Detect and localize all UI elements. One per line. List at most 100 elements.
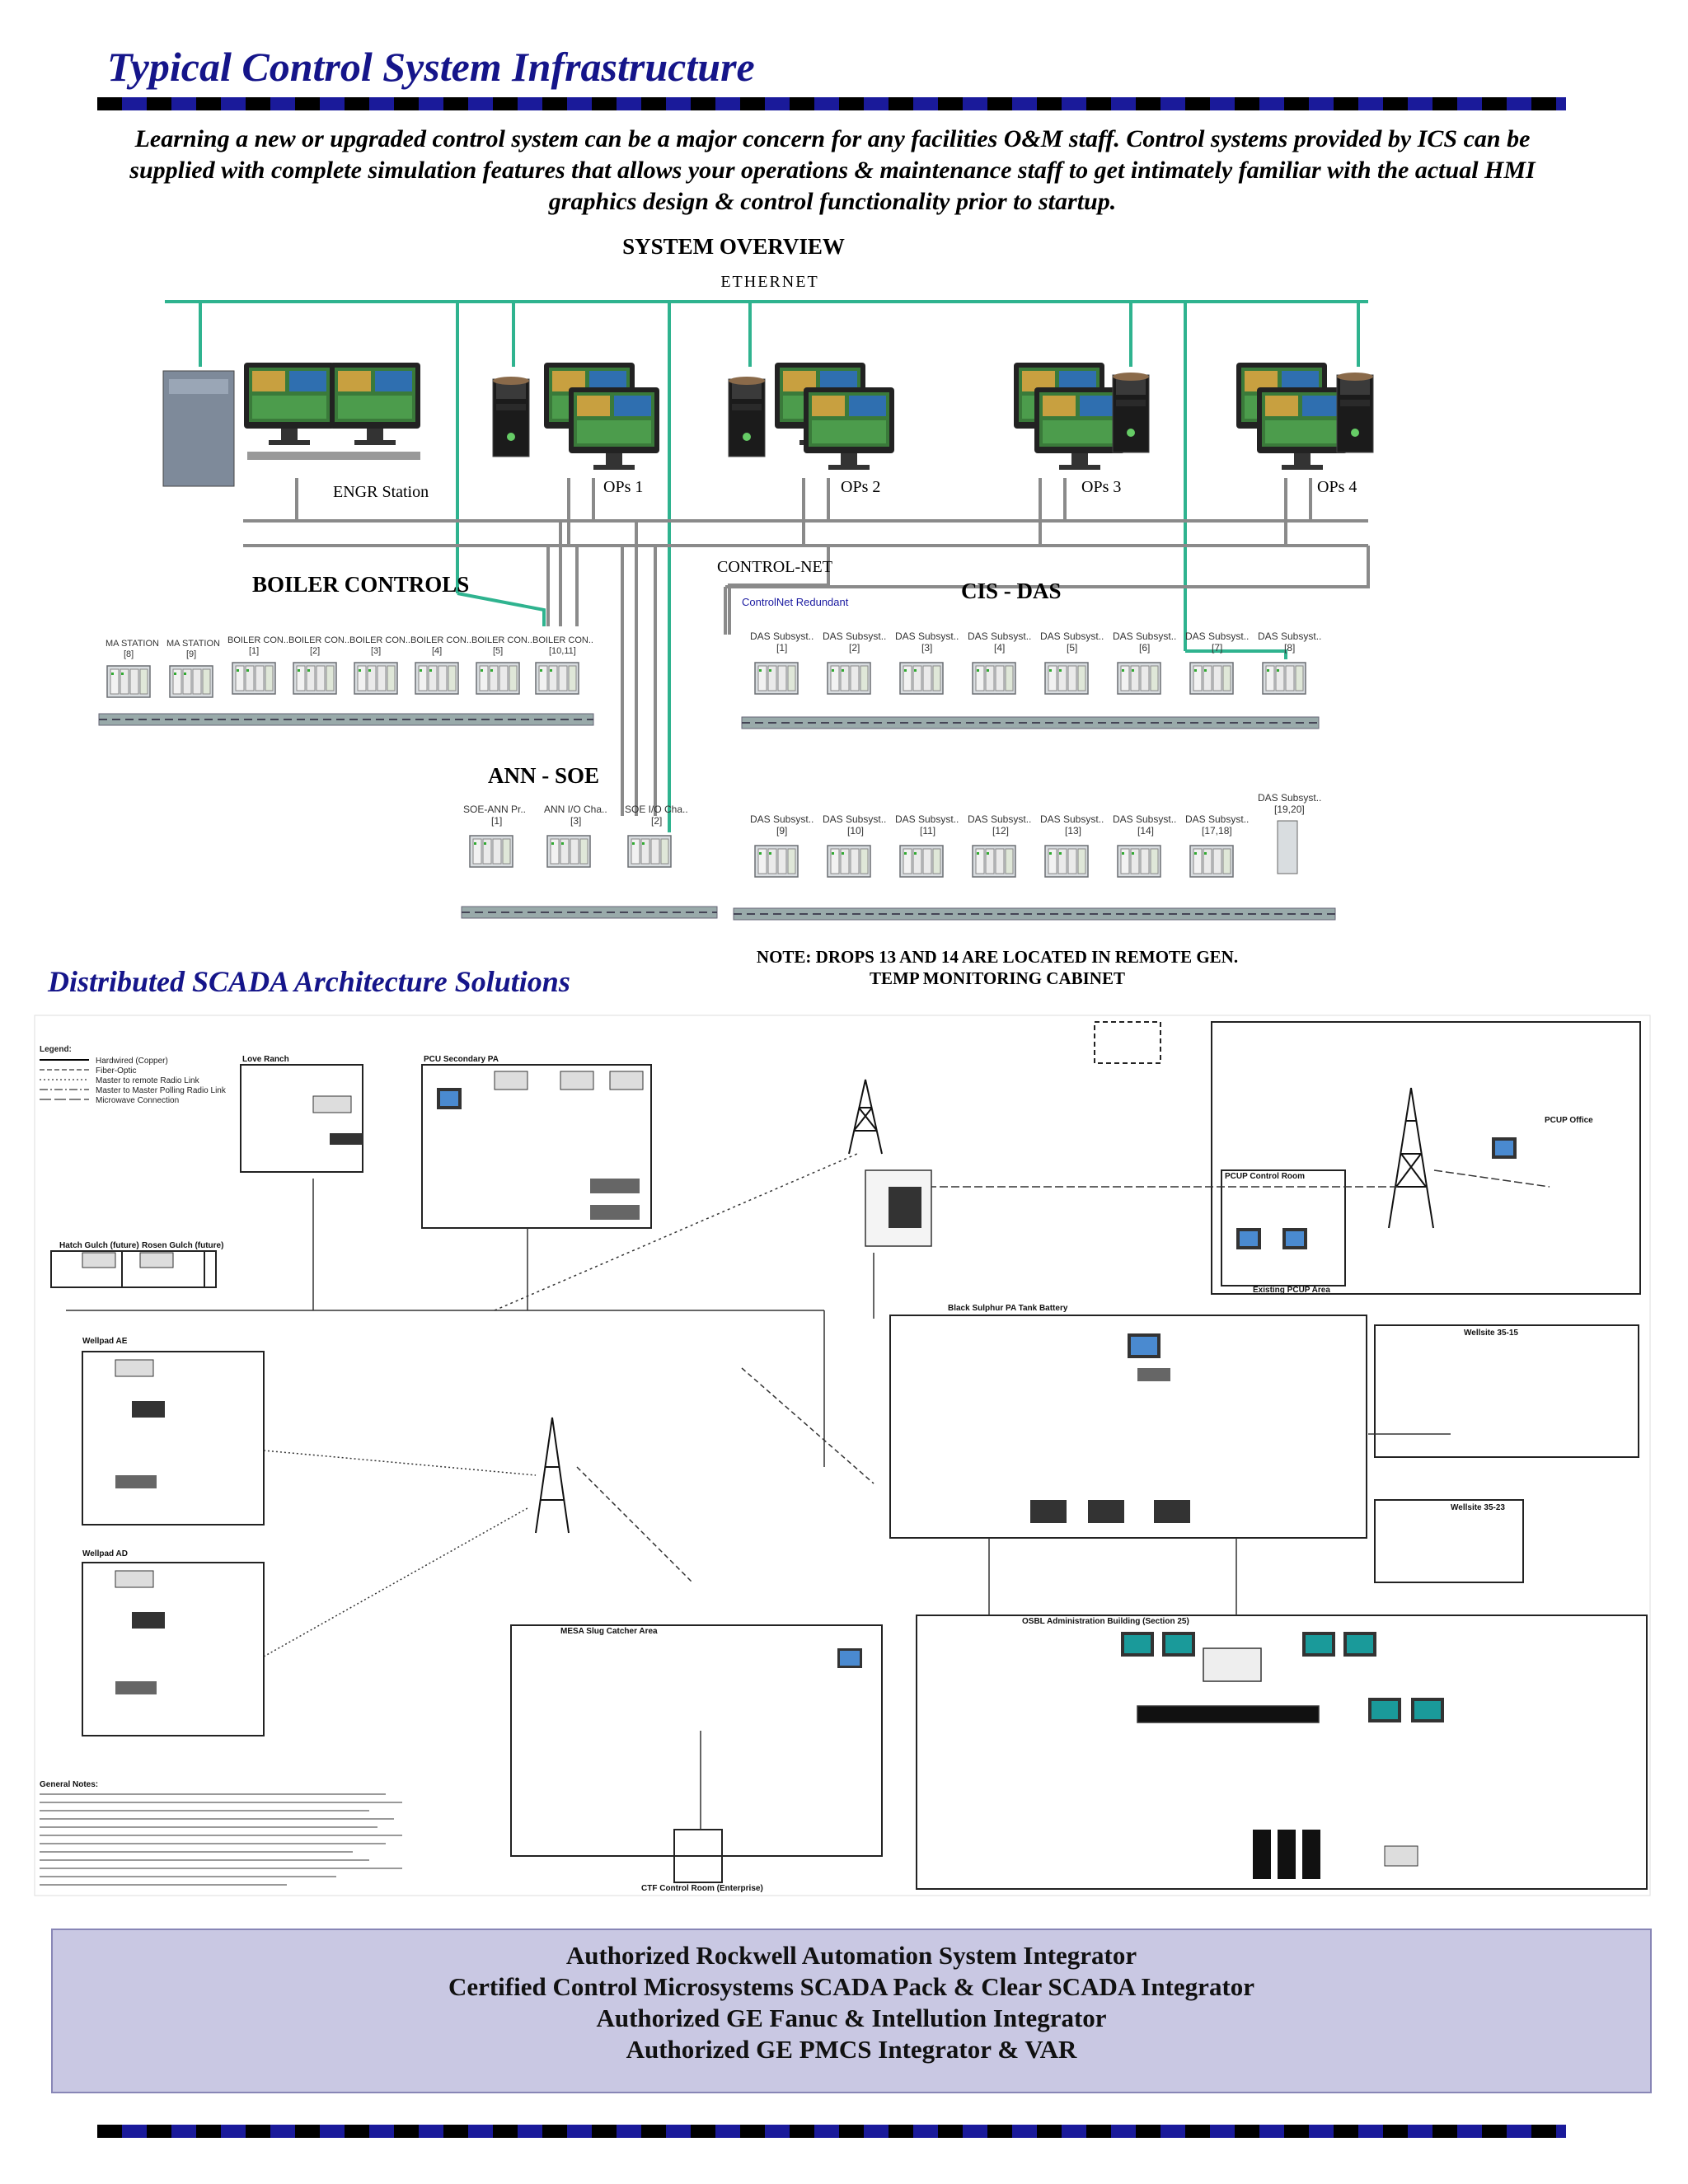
station-label-ops2: OPs 2 [841,478,880,496]
annsoe-node-num: [2] [651,815,662,827]
das-node-label: DAS Subsyst.. [968,630,1031,642]
boiler-node-label: BOILER CON.. [227,635,288,645]
das-node-label: DAS Subsyst.. [1258,792,1321,804]
das-node-label: DAS Subsyst.. [895,813,959,825]
ops1-station [492,363,659,470]
das-node-label: DAS Subsyst.. [750,813,814,825]
das-node-num: [2] [849,642,860,654]
svg-text:Rosen Gulch (future): Rosen Gulch (future) [142,1241,223,1250]
das-node-num: [19,20] [1274,804,1305,815]
das-node-num: [12] [992,825,1009,837]
svg-text:PCUP Office: PCUP Office [1545,1116,1593,1125]
ops3-station [1014,363,1150,470]
footer-line: Authorized GE PMCS Integrator & VAR [626,2035,1077,2064]
page-title: Typical Control System Infrastructure [107,44,755,90]
footer-line: Authorized Rockwell Automation System In… [565,1941,1137,1970]
boiler-node-num: [2] [310,646,320,656]
das-node-num: [10] [847,825,864,837]
svg-text:Fiber-Optic: Fiber-Optic [96,1066,136,1076]
cis-das-heading: CIS - DAS [961,579,1062,603]
general-notes: General Notes: [40,1780,402,1886]
boiler-node-label: BOILER CON.. [288,635,349,645]
das-node-label: DAS Subsyst.. [1040,630,1104,642]
das-node-num: [5] [1067,642,1077,654]
das-node-label: DAS Subsyst.. [823,813,886,825]
das-node-label: DAS Subsyst.. [1258,630,1321,642]
das-node-label: DAS Subsyst.. [750,630,814,642]
das-node-num: [1] [776,642,787,654]
das-node-label: DAS Subsyst.. [895,630,959,642]
station-label-engr: ENGR Station [333,483,429,501]
das-node-num: [17,18] [1202,825,1232,837]
scada-legend: Legend: Hardwired (Copper) Fiber-Optic M… [40,1045,227,1105]
svg-text:Master to Master Polling Radio: Master to Master Polling Radio Link [96,1086,227,1095]
intro-paragraph: Learning a new or upgraded control syste… [129,125,1536,215]
controlnet-label: CONTROL-NET [717,558,832,576]
svg-text:CTF Control Room (Enterprise): CTF Control Room (Enterprise) [641,1884,763,1893]
svg-text:Wellsite 35-23: Wellsite 35-23 [1451,1503,1505,1512]
ann-soe-row: SOE-ANN Pr..[1] ANN I/O Cha..[3] SOE I/O… [461,804,718,919]
boiler-node-label: MA STATION [166,639,220,649]
boiler-node-num: [10,11] [549,646,576,656]
das-node-num: [4] [994,642,1005,654]
boiler-node-label: BOILER CON.. [532,635,593,645]
boiler-node-num: [4] [432,646,442,656]
footer-line: Authorized GE Fanuc & Intellution Integr… [596,2004,1107,2032]
svg-text:Master to remote Radio Link: Master to remote Radio Link [96,1076,200,1085]
das-node-label: DAS Subsyst.. [968,813,1031,825]
boiler-controls-row: MA STATION[8] MA STATION[9] BOILER CON..… [98,635,594,726]
top-divider-bar [97,97,1566,110]
svg-text:MESA Slug Catcher Area: MESA Slug Catcher Area [560,1627,658,1636]
boiler-node-label: BOILER CON.. [349,635,410,645]
svg-text:Wellpad AD: Wellpad AD [82,1549,128,1558]
ops4-station [1236,363,1374,470]
svg-text:Hatch Gulch (future): Hatch Gulch (future) [59,1241,139,1250]
das-node-label: DAS Subsyst.. [1185,813,1249,825]
ann-soe-heading: ANN - SOE [488,763,599,788]
svg-text:PCUP Control Room: PCUP Control Room [1225,1172,1305,1181]
das-node-label: DAS Subsyst.. [1113,630,1176,642]
das-node-num: [9] [776,825,787,837]
radio-towers [535,1079,1434,1534]
das-node-num: [7] [1212,642,1222,654]
boiler-node-label: BOILER CON.. [410,635,471,645]
boiler-node-num: [5] [493,646,503,656]
das-node-num: [6] [1139,642,1150,654]
ethernet-label: ETHERNET [720,273,818,291]
svg-text:Black Sulphur PA Tank Battery: Black Sulphur PA Tank Battery [948,1304,1068,1313]
svg-text:Love Ranch: Love Ranch [242,1055,289,1064]
scada-section-heading: Distributed SCADA Architecture Solutions [48,965,570,998]
annsoe-node-label: ANN I/O Cha.. [544,804,607,815]
das-row-1: DAS Subsyst..[1] DAS Subsyst..[2] DAS Su… [741,630,1321,729]
boiler-node-num: [1] [249,646,259,656]
das-row-2: DAS Subsyst..[9] DAS Subsyst..[10] DAS S… [733,792,1336,921]
annsoe-node-label: SOE-ANN Pr.. [463,804,526,815]
scada-equipment [82,1071,1517,1879]
boiler-node-num: [8] [124,649,134,659]
svg-text:Existing PCUP Area: Existing PCUP Area [1253,1286,1330,1295]
scada-area-boxes [50,1021,1648,1890]
das-node-label: DAS Subsyst.. [1185,630,1249,642]
svg-text:Wellpad AE: Wellpad AE [82,1337,128,1346]
das-node-label: DAS Subsyst.. [1113,813,1176,825]
das-node-label: DAS Subsyst.. [823,630,886,642]
boiler-controls-heading: BOILER CONTROLS [252,572,469,597]
boiler-node-num: [9] [186,649,196,659]
station-label-ops1: OPs 1 [603,478,643,496]
das-node-num: [11] [920,825,935,837]
controlnet-buses [243,478,1370,816]
station-label-ops4: OPs 4 [1317,478,1357,496]
controlnet-redundant-label: ControlNet Redundant [742,596,849,608]
svg-text:OSBL Administration Building (: OSBL Administration Building (Section 25… [1022,1617,1189,1626]
boiler-node-label: BOILER CON.. [471,635,532,645]
svg-text:PCU Secondary PA: PCU Secondary PA [424,1055,499,1064]
svg-text:Wellsite 35-15: Wellsite 35-15 [1464,1329,1518,1338]
das-node-num: [8] [1284,642,1295,654]
boiler-node-label: MA STATION [106,639,159,649]
annsoe-node-num: [3] [570,815,581,827]
note-line-2: TEMP MONITORING CABINET [870,968,1125,988]
scada-area-labels: Love Ranch PCU Secondary PA PCUP Office … [59,1055,1593,1893]
das-node-num: [14] [1137,825,1154,837]
overview-heading: SYSTEM OVERVIEW [622,234,845,259]
